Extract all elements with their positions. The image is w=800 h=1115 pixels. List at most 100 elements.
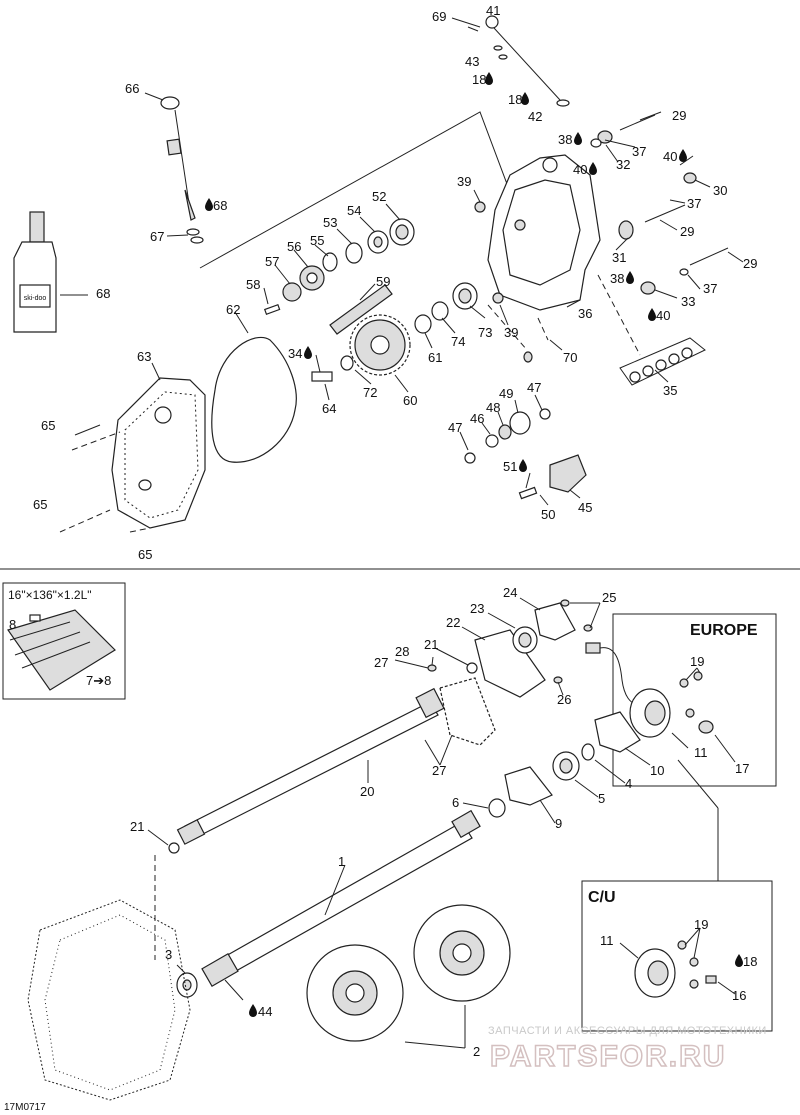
europe-title: EUROPE (690, 622, 758, 639)
oil-drop-icon (205, 198, 213, 211)
track-illustration (7, 609, 116, 691)
callout-3: 3 (165, 947, 172, 962)
nut-39a (474, 201, 486, 213)
oil-drop-icon (519, 459, 527, 472)
callout-72: 72 (363, 385, 377, 400)
diagram-code: 17M0717 (4, 1102, 46, 1113)
nut-33 (640, 281, 656, 295)
drive-plate (439, 677, 496, 746)
callout-27: 27 (432, 763, 446, 778)
callout-24: 24 (503, 585, 517, 600)
bolt-64 (311, 371, 333, 382)
callout-18: 18 (472, 72, 486, 87)
callout-48: 48 (486, 400, 500, 415)
callout-58: 58 (246, 277, 260, 292)
sprocket-60 (349, 314, 411, 376)
sensor-17 (698, 720, 714, 734)
sprocket-56 (299, 265, 325, 291)
callout-28: 28 (395, 644, 409, 659)
chaincase-housing (487, 154, 601, 311)
spacer-55 (322, 252, 338, 272)
oil-drop-icon (589, 162, 597, 175)
callout-17: 17 (735, 761, 749, 776)
callout-57: 57 (265, 254, 279, 269)
track-size-label: 16"×136"×1.2L" (8, 588, 92, 602)
callout-26: 26 (557, 692, 571, 707)
callout-73: 73 (478, 325, 492, 340)
oil-drop-icon (304, 346, 312, 359)
ring-4 (581, 743, 595, 761)
drive-chain (329, 284, 393, 335)
callout-47: 47 (527, 380, 541, 395)
bottle-label: ski-doo (24, 295, 47, 302)
drive-axle-1 (201, 809, 481, 987)
spacer-61 (414, 314, 432, 334)
callout-37: 37 (632, 144, 646, 159)
callout-22: 22 (446, 615, 460, 630)
cu-box (581, 880, 773, 1032)
shim-set (619, 337, 706, 386)
housing-24 (534, 602, 576, 641)
callout-63: 63 (137, 349, 151, 364)
bearing-54 (367, 230, 389, 254)
callout-74: 74 (451, 334, 465, 349)
callout-18: 18 (508, 92, 522, 107)
callout-40: 40 (663, 149, 677, 164)
pin-29-top (619, 114, 656, 131)
callout-60: 60 (403, 393, 417, 408)
circlip-21b (168, 842, 180, 854)
callout-70: 70 (563, 350, 577, 365)
grease-fitting-16 (705, 975, 717, 984)
callout-37: 37 (703, 281, 717, 296)
callout-54: 54 (347, 203, 361, 218)
spacer-46 (485, 434, 499, 448)
bearing-52 (389, 218, 415, 246)
callout-8: 8 (9, 617, 16, 632)
callout-53: 53 (323, 215, 337, 230)
oil-drop-icon (735, 954, 743, 967)
chaincase-cover (111, 377, 206, 529)
retainer-plate-10 (594, 711, 641, 753)
callout-40: 40 (656, 308, 670, 323)
callout-66: 66 (125, 81, 139, 96)
callout-49: 49 (499, 386, 513, 401)
oil-drop-icons (205, 72, 743, 1017)
oil-drop-icon (249, 1004, 257, 1017)
oil-drop-icon (648, 308, 656, 321)
nut-39b (492, 292, 504, 304)
callout-38: 38 (610, 271, 624, 286)
callout-27: 27 (374, 655, 388, 670)
bushing-31 (618, 220, 634, 240)
callout-5: 5 (598, 791, 605, 806)
spacer-72 (340, 355, 354, 371)
drive-sprocket-front (306, 944, 404, 1042)
callout-31: 31 (612, 250, 626, 265)
seal-6 (488, 798, 506, 818)
chaincase-ghost (27, 899, 191, 1101)
callout-68: 68 (213, 198, 227, 213)
oil-bottle: ski-doo (13, 211, 57, 333)
callout-61: 61 (428, 350, 442, 365)
callout-23: 23 (470, 601, 484, 616)
callout-29: 29 (672, 108, 686, 123)
callout-45: 45 (578, 500, 592, 515)
callout-1: 1 (338, 854, 345, 869)
callout-6: 6 (452, 795, 459, 810)
callout-18: 18 (743, 954, 757, 969)
oil-drop-icon (574, 132, 582, 145)
bearing-housing-11-cu (634, 948, 676, 998)
oil-drop-icon (521, 92, 529, 105)
callout-2: 2 (473, 1044, 480, 1059)
callout-labels: 69 41 43 18 18 42 66 29 38 37 32 40 40 3… (9, 3, 757, 1059)
callout-36: 36 (578, 306, 592, 321)
callout-39: 39 (457, 174, 471, 189)
callout-9: 9 (555, 816, 562, 831)
callout-10: 10 (650, 763, 664, 778)
oil-drop-icon (626, 271, 634, 284)
callout-67: 67 (150, 229, 164, 244)
callout-68: 68 (96, 286, 110, 301)
callout-64: 64 (322, 401, 336, 416)
bearing-48 (498, 424, 512, 440)
callout-52: 52 (372, 189, 386, 204)
callout-11: 11 (694, 745, 708, 760)
